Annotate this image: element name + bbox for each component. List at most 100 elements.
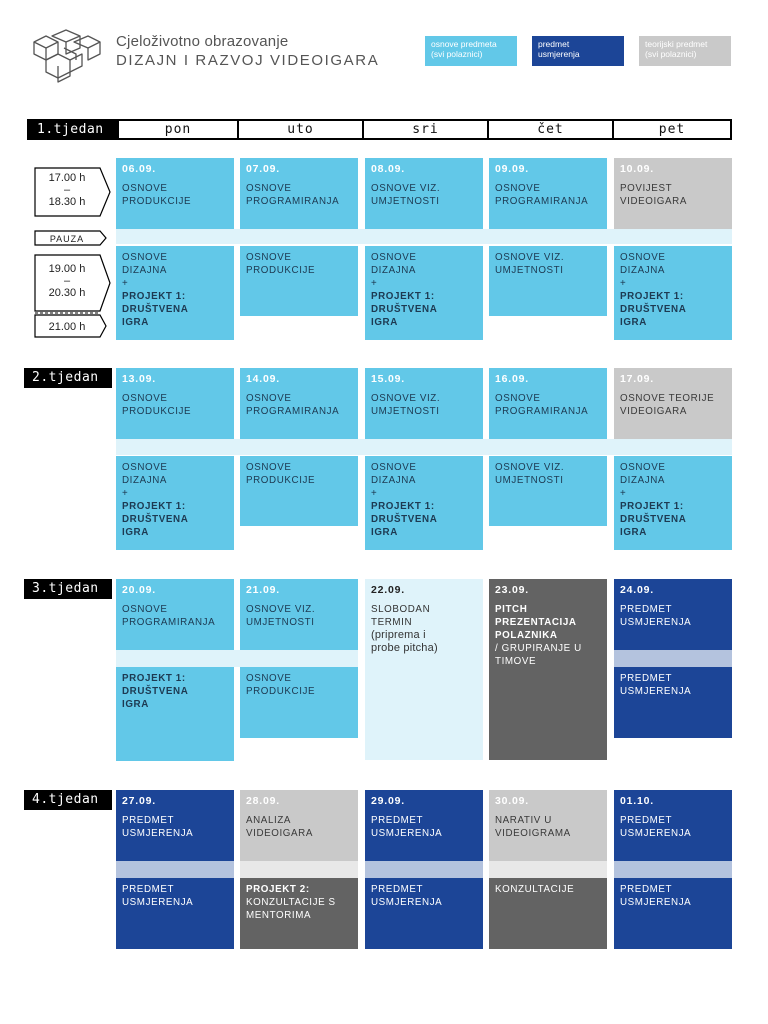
w2-fri-bottom: OSNOVE DIZAJNA + PROJEKT 1: DRUŠTVENA IG… bbox=[614, 456, 732, 550]
w3-mon-b-b2: DRUŠTVENA bbox=[122, 686, 189, 697]
w2-mon-b-b2: DRUŠTVENA bbox=[122, 514, 189, 525]
w1-mon-b-b1: PROJEKT 1: bbox=[122, 291, 186, 302]
w1-mon-b-b2: DRUŠTVENA bbox=[122, 304, 189, 315]
w4-thu-top-l2: VIDEOIGRAMA bbox=[495, 828, 571, 839]
w4-tue-top-l2: VIDEOIGARA bbox=[246, 828, 313, 839]
w1-thu-bottom: OSNOVE VIZ. UMJETNOSTI bbox=[489, 246, 607, 316]
w1-wed-b-b3: IGRA bbox=[371, 317, 398, 328]
w1-tue-top-l1: OSNOVE bbox=[246, 183, 292, 194]
w1-tue-b-l2: PRODUKCIJE bbox=[246, 265, 316, 276]
w3-tue-b-l1: OSNOVE bbox=[246, 673, 292, 684]
w3-fri-b-l1: PREDMET bbox=[620, 673, 673, 684]
w3-thu-date: 23.09. bbox=[495, 584, 529, 596]
w1-thu-b-l1: OSNOVE VIZ. bbox=[495, 252, 565, 263]
day-head-pon: pon bbox=[117, 121, 237, 138]
w3-tue-date: 21.09. bbox=[246, 584, 280, 596]
w4-thu-b-l1: KONZULTACIJE bbox=[495, 884, 575, 895]
w3-thu-b3: POLAZNIKA bbox=[495, 630, 558, 641]
w1-fri-top-l2: VIDEOIGARA bbox=[620, 196, 687, 207]
w4-tue-b-l2: MENTORIMA bbox=[246, 910, 312, 921]
w4-tue-top: 28.09. ANALIZA VIDEOIGARA bbox=[240, 790, 358, 861]
w4-wed-top-l1: PREDMET bbox=[371, 815, 424, 826]
w2-thu-top-l1: OSNOVE bbox=[495, 393, 541, 404]
w4-fri-b-l2: USMJERENJA bbox=[620, 897, 692, 908]
w3-fri-date: 24.09. bbox=[620, 584, 654, 596]
w4-mon-bottom: PREDMET USMJERENJA bbox=[116, 878, 234, 949]
w4-wed-bottom: PREDMET USMJERENJA bbox=[365, 878, 483, 949]
w1-mon-b-l2: DIZAJNA bbox=[122, 265, 168, 276]
w2-tue-top-l1: OSNOVE bbox=[246, 393, 292, 404]
w3-tue-top-l1: OSNOVE VIZ. bbox=[246, 604, 316, 615]
w1-tue-top-l2: PROGRAMIRANJA bbox=[246, 196, 340, 207]
w3-thu-full: 23.09. PITCH PREZENTACIJA POLAZNIKA / GR… bbox=[489, 579, 607, 760]
w1-fri-top: 10.09. POVIJEST VIDEOIGARA bbox=[614, 158, 732, 229]
week-label-4: 4.tjedan bbox=[24, 790, 112, 810]
w4-pause-band-a bbox=[116, 861, 234, 878]
w4-mon-top-l2: USMJERENJA bbox=[122, 828, 194, 839]
w2-mon-bottom: OSNOVE DIZAJNA + PROJEKT 1: DRUŠTVENA IG… bbox=[116, 456, 234, 550]
time-slot-2-dash: – bbox=[63, 275, 71, 287]
w4-tue-bottom: PROJEKT 2: KONZULTACIJE S MENTORIMA bbox=[240, 878, 358, 949]
w4-fri-b-l1: PREDMET bbox=[620, 884, 673, 895]
week-label-1: 1.tjedan bbox=[29, 121, 117, 138]
w2-mon-b-b1: PROJEKT 1: bbox=[122, 501, 186, 512]
w4-pause-band-c bbox=[365, 861, 483, 878]
w3-tue-b-l2: PRODUKCIJE bbox=[246, 686, 316, 697]
w4-thu-top: 30.09. NARATIV U VIDEOIGRAMA bbox=[489, 790, 607, 861]
w1-thu-top-l2: PROGRAMIRANJA bbox=[495, 196, 589, 207]
time-slot-1-start: 17.00 h bbox=[48, 172, 86, 184]
w3-mon-date: 20.09. bbox=[122, 584, 156, 596]
w4-wed-b-l2: USMJERENJA bbox=[371, 897, 443, 908]
w3-tue-top: 21.09. OSNOVE VIZ. UMJETNOSTI bbox=[240, 579, 358, 650]
w3-pause-band-b bbox=[614, 650, 732, 667]
w3-fri-top-l1: PREDMET bbox=[620, 604, 673, 615]
w1-wed-b-l1: OSNOVE bbox=[371, 252, 417, 263]
w2-tue-date: 14.09. bbox=[246, 373, 280, 385]
w2-wed-b-l3: + bbox=[371, 488, 378, 499]
w2-fri-date: 17.09. bbox=[620, 373, 654, 385]
w2-mon-b-l2: DIZAJNA bbox=[122, 475, 168, 486]
w1-wed-top-l2: UMJETNOSTI bbox=[371, 196, 440, 207]
w4-tue-b-b1: PROJEKT 2: bbox=[246, 884, 310, 895]
w3-thu-b1: PITCH bbox=[495, 604, 528, 615]
w3-mon-top-l1: OSNOVE bbox=[122, 604, 168, 615]
w3-tue-top-l2: UMJETNOSTI bbox=[246, 617, 315, 628]
w2-wed-b-l1: OSNOVE bbox=[371, 462, 417, 473]
w2-thu-b-l2: UMJETNOSTI bbox=[495, 475, 564, 486]
w3-mon-b-b3: IGRA bbox=[122, 699, 149, 710]
legend-basics-sub: (svi polaznici) bbox=[431, 49, 483, 59]
week-label-2: 2.tjedan bbox=[24, 368, 112, 388]
w3-thu-l1: / GRUPIRANJE U bbox=[495, 643, 582, 654]
w1-wed-b-b2: DRUŠTVENA bbox=[371, 304, 438, 315]
w2-thu-top: 16.09. OSNOVE PROGRAMIRANJA bbox=[489, 368, 607, 439]
w2-thu-top-l2: PROGRAMIRANJA bbox=[495, 406, 589, 417]
w4-pause-band-d bbox=[489, 861, 607, 878]
w2-fri-b-b2: DRUŠTVENA bbox=[620, 514, 687, 525]
w4-wed-top-l2: USMJERENJA bbox=[371, 828, 443, 839]
legend-theory: teorijski predmet (svi polaznici) bbox=[639, 36, 731, 66]
w2-mon-top: 13.09. OSNOVE PRODUKCIJE bbox=[116, 368, 234, 439]
w2-tue-top: 14.09. OSNOVE PROGRAMIRANJA bbox=[240, 368, 358, 439]
w4-pause-band-b bbox=[240, 861, 358, 878]
w1-fri-b-b1: PROJEKT 1: bbox=[620, 291, 684, 302]
legend-specialization-label: predmet bbox=[538, 39, 570, 49]
w1-fri-b-l3: + bbox=[620, 278, 627, 289]
w1-tue-top: 07.09. OSNOVE PROGRAMIRANJA bbox=[240, 158, 358, 229]
w2-fri-b-b3: IGRA bbox=[620, 527, 647, 538]
w3-mon-top-l2: PROGRAMIRANJA bbox=[122, 617, 216, 628]
w2-tue-bottom: OSNOVE PRODUKCIJE bbox=[240, 456, 358, 526]
w3-mon-top: 20.09. OSNOVE PROGRAMIRANJA bbox=[116, 579, 234, 650]
w2-thu-b-l1: OSNOVE VIZ. bbox=[495, 462, 565, 473]
time-slot-1-dash: – bbox=[63, 184, 71, 196]
w1-fri-b-b2: DRUŠTVENA bbox=[620, 304, 687, 315]
w3-fri-top: 24.09. PREDMET USMJERENJA bbox=[614, 579, 732, 650]
w1-mon-b-b3: IGRA bbox=[122, 317, 149, 328]
w3-wed-l2: TERMIN bbox=[371, 617, 413, 628]
w2-wed-b-b3: IGRA bbox=[371, 527, 398, 538]
w2-wed-bottom: OSNOVE DIZAJNA + PROJEKT 1: DRUŠTVENA IG… bbox=[365, 456, 483, 550]
w1-fri-b-b3: IGRA bbox=[620, 317, 647, 328]
w1-wed-bottom: OSNOVE DIZAJNA + PROJEKT 1: DRUŠTVENA IG… bbox=[365, 246, 483, 340]
w1-mon-date: 06.09. bbox=[122, 163, 156, 175]
w2-wed-top-l1: OSNOVE VIZ. bbox=[371, 393, 441, 404]
w2-fri-top: 17.09. OSNOVE TEORIJE VIDEOIGARA bbox=[614, 368, 732, 439]
